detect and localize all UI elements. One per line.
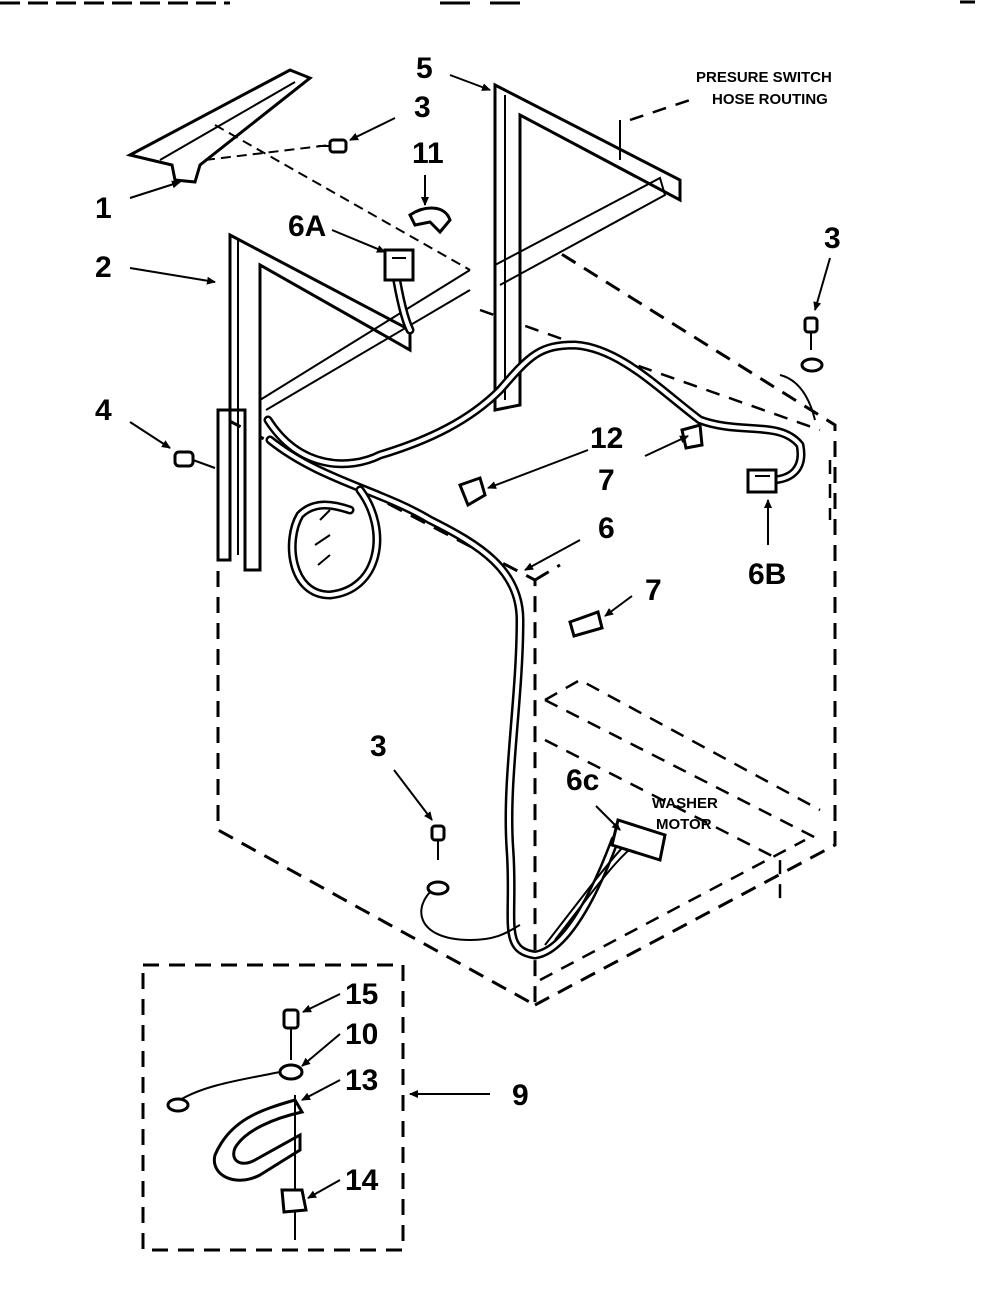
callout-5: 5 [416, 52, 433, 85]
callout-3-right: 3 [824, 222, 841, 255]
part-7-clip-lower [568, 610, 604, 638]
screw-3-right [800, 316, 824, 373]
cabinet-outline [216, 248, 837, 1008]
callout-7-lower: 7 [645, 574, 662, 607]
part-5-right-frame [493, 82, 682, 412]
callout-6b: 6B [748, 558, 786, 591]
kit-screw-15 [282, 1008, 300, 1030]
washer-motor-note-line2: MOTOR [656, 816, 712, 833]
wiring-harness-6 [263, 265, 816, 960]
screw-4 [173, 450, 216, 469]
callout-10: 10 [345, 1018, 378, 1051]
screw-3-top [318, 138, 348, 154]
washer-motor-note-line1: WASHER [652, 795, 718, 812]
callout-6: 6 [598, 512, 615, 545]
kit-9-box [141, 963, 490, 1252]
connector-6b [746, 468, 778, 494]
callout-1: 1 [95, 192, 112, 225]
callout-6a: 6A [288, 210, 326, 243]
kit-nut-14 [280, 1188, 308, 1214]
callout-4: 4 [95, 394, 112, 427]
callout-3-top: 3 [414, 91, 431, 124]
part-2-left-frame [216, 232, 471, 572]
screw-3-bottom [426, 824, 450, 896]
callout-9: 9 [512, 1079, 529, 1112]
ground-wire [420, 884, 521, 942]
kit-washer-10 [278, 1063, 304, 1081]
pressure-switch-note-line2: HOSE ROUTING [712, 91, 828, 108]
kit-strap-13 [212, 1098, 305, 1182]
callout-7-upper: 7 [598, 464, 615, 497]
callout-3-bottom: 3 [370, 730, 387, 763]
callout-leaders [129, 74, 831, 831]
callout-12: 12 [590, 422, 623, 455]
part-11-clip [408, 206, 452, 235]
part-1-bracket [125, 68, 313, 184]
callout-11: 11 [412, 137, 444, 170]
callout-15: 15 [345, 978, 378, 1011]
pressure-switch-note-line1: PRESURE SWITCH [696, 69, 832, 86]
scan-edge-marks [0, 0, 975, 5]
callout-6c: 6c [566, 764, 599, 797]
callout-14: 14 [345, 1164, 379, 1197]
part-12-clip [458, 476, 487, 508]
pressure-hose-leader [629, 98, 691, 122]
connector-6a [383, 248, 415, 282]
callout-2: 2 [95, 251, 112, 284]
connector-6c [610, 818, 667, 862]
callout-13: 13 [345, 1064, 378, 1097]
